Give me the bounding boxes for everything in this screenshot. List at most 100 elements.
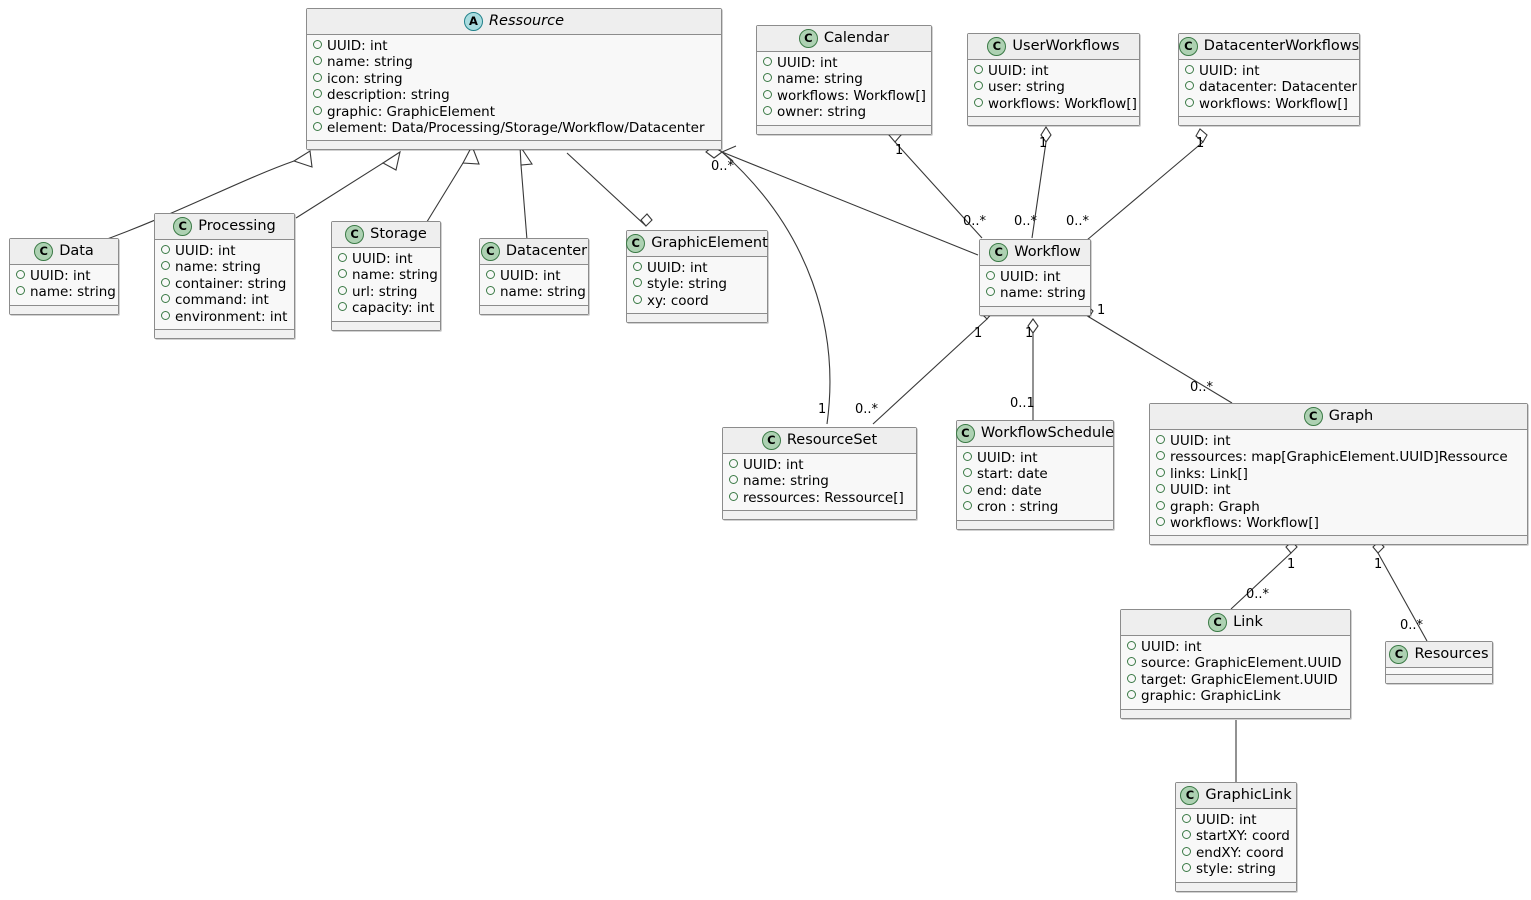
visibility-public-icon (974, 81, 983, 91)
class-attribute: name: string (763, 71, 925, 87)
multiplicity-label: 1 (1025, 326, 1034, 341)
visibility-public-icon (974, 65, 983, 74)
visibility-public-icon (1156, 435, 1165, 444)
attribute-label: container: string (175, 275, 287, 292)
class-attribute: style: string (633, 276, 761, 292)
multiplicity-label: 1 (818, 402, 827, 417)
class-attribute: graphic: GraphicElement (313, 104, 715, 120)
attribute-label: icon: string (327, 70, 403, 87)
visibility-public-icon (161, 245, 170, 254)
aggregation-diamond-graphicelement (640, 213, 653, 227)
class-attribute: icon: string (313, 71, 715, 87)
visibility-public-icon (1182, 846, 1191, 856)
class-attribute: cron : string (963, 499, 1107, 515)
attribute-label: UUID: int (327, 38, 388, 54)
edge-workflow-to-resourceset (872, 318, 988, 425)
class-name-datacenterworkflows: DatacenterWorkflows (1203, 38, 1360, 54)
attribute-label: UUID: int (1170, 482, 1231, 499)
attribute-label: style: string (1196, 861, 1276, 878)
class-name-workflowschedule: WorkflowSchedule (980, 425, 1115, 441)
attribute-label: UUID: int (1170, 433, 1231, 449)
class-methods-userworkflows (968, 117, 1139, 126)
attribute-label: UUID: int (1000, 269, 1061, 285)
attribute-label: style: string (647, 276, 727, 293)
visibility-public-icon (1127, 673, 1136, 683)
visibility-public-icon (1185, 97, 1194, 107)
class-attribute: name: string (16, 284, 116, 300)
class-attribute: description: string (313, 87, 715, 103)
visibility-public-icon (161, 310, 170, 320)
visibility-public-icon (16, 286, 25, 296)
attribute-label: url: string (352, 283, 418, 300)
multiplicity-label: 0..* (1066, 214, 1090, 229)
edge-processing-to-ressource (295, 162, 384, 219)
class-attribute: name: string (313, 54, 715, 70)
visibility-public-icon (1185, 81, 1194, 91)
visibility-public-icon (986, 271, 995, 280)
class-icon: C (345, 224, 365, 244)
attribute-label: workflows: Workflow[] (1199, 95, 1348, 112)
class-attribute: UUID: int (338, 251, 434, 267)
visibility-public-icon (486, 270, 495, 279)
attribute-label: capacity: int (352, 300, 435, 317)
visibility-public-icon (1156, 451, 1165, 461)
class-attribute: UUID: int (763, 55, 925, 71)
visibility-public-icon (763, 89, 772, 99)
generalization-arrow-data (292, 150, 313, 168)
class-attribute: name: string (729, 473, 910, 489)
attribute-label: UUID: int (977, 450, 1038, 466)
attribute-label: UUID: int (175, 243, 236, 259)
class-icon: C (1303, 406, 1323, 426)
attribute-label: element: Data/Processing/Storage/Workflo… (327, 120, 705, 137)
attribute-label: user: string (988, 79, 1065, 96)
class-attribute: name: string (486, 284, 586, 300)
attribute-label: name: string (743, 473, 829, 490)
attribute-label: workflows: Workflow[] (1170, 515, 1319, 532)
class-name-data: Data (59, 243, 94, 259)
attribute-label: xy: coord (647, 292, 709, 309)
class-attribute: command: int (161, 292, 288, 308)
visibility-public-icon (313, 105, 322, 115)
attribute-label: owner: string (777, 104, 867, 121)
visibility-public-icon (963, 484, 972, 494)
class-attribute: container: string (161, 276, 288, 292)
class-attribute: UUID: int (16, 268, 112, 284)
attribute-label: end: date (977, 482, 1042, 499)
class-attribute: start: date (963, 466, 1107, 482)
attribute-label: name: string (175, 259, 261, 276)
multiplicity-label: 1 (1374, 557, 1383, 572)
class-attribute: datacenter: Datacenter (1185, 79, 1357, 95)
class-attribute: workflows: Workflow[] (974, 96, 1137, 112)
attribute-label: UUID: int (988, 63, 1049, 79)
visibility-public-icon (633, 262, 642, 271)
multiplicity-label: 1 (1287, 557, 1296, 572)
class-attribute: startXY: coord (1182, 828, 1290, 844)
attribute-label: workflows: Workflow[] (777, 87, 926, 104)
